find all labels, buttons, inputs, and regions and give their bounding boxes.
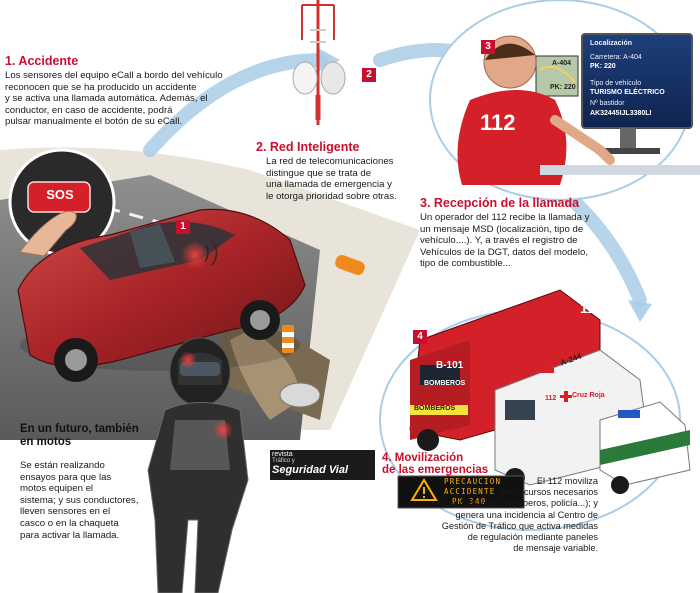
step2-description: La red de telecomunicaciones distingue q… <box>266 156 397 202</box>
screen-road: Carretera: A-404 <box>590 54 642 61</box>
step1-description: Los sensores del equipo eCall a bordo de… <box>5 70 223 128</box>
screen-vehicle-value: TURISMO ELÉCTRICO <box>590 89 665 96</box>
telecom-tower <box>292 0 346 125</box>
emergency-vehicles <box>379 289 691 531</box>
screen-bastidor-label: Nº bastidor <box>590 100 625 107</box>
future-description: Se están realizando ensayos para que las… <box>20 460 139 541</box>
step1-title: 1. Accidente <box>5 54 79 68</box>
step4-description: El 112 moviliza los recursos necesarios … <box>441 476 598 554</box>
step3-badge: 3 <box>481 40 495 54</box>
truck-number: 112 <box>580 300 603 316</box>
ambulance-number: 112 <box>545 395 557 402</box>
screen-pk: PK: 220 <box>590 63 616 70</box>
logo-text: revista Tráfico y Seguridad Vial <box>272 451 349 476</box>
magazine-logo <box>270 450 375 480</box>
red-car <box>17 208 306 382</box>
step4-title: 4. Movilización de las emergencias <box>382 452 489 476</box>
operator-shirt-number: 112 <box>480 110 516 135</box>
step2-badge: 2 <box>362 68 376 82</box>
truck-side-label: BOMBEROS <box>424 380 466 387</box>
screen-location-label: Localización <box>590 40 633 47</box>
future-title: En un futuro, también en motos <box>20 423 139 448</box>
step3-description: Un operador del 112 recibe la llamada y … <box>420 212 590 270</box>
step1-badge-car: 1 <box>176 220 190 234</box>
map-pk-label: PK: 220 <box>550 84 576 91</box>
step3-title: 3. Recepción de la llamada <box>420 196 580 210</box>
map-road-label: A-404 <box>552 60 572 67</box>
truck-front-label: BOMBEROS <box>414 405 456 412</box>
step4-badge: 4 <box>413 330 427 344</box>
road-barriers <box>282 254 365 353</box>
screen-vehicle-label: Tipo de vehículo <box>590 80 642 87</box>
sos-button: SOS <box>46 187 74 202</box>
operator-scene <box>429 0 700 201</box>
vms-sign <box>397 475 525 509</box>
screen-bastidor-value: AK32445IJL3380LI <box>590 110 652 117</box>
ambulance-brand: Cruz Roja <box>572 392 605 399</box>
motorcycle-rider <box>147 337 249 593</box>
truck-plate: B-101 <box>436 360 464 371</box>
step2-title: 2. Red Inteligente <box>256 140 360 154</box>
